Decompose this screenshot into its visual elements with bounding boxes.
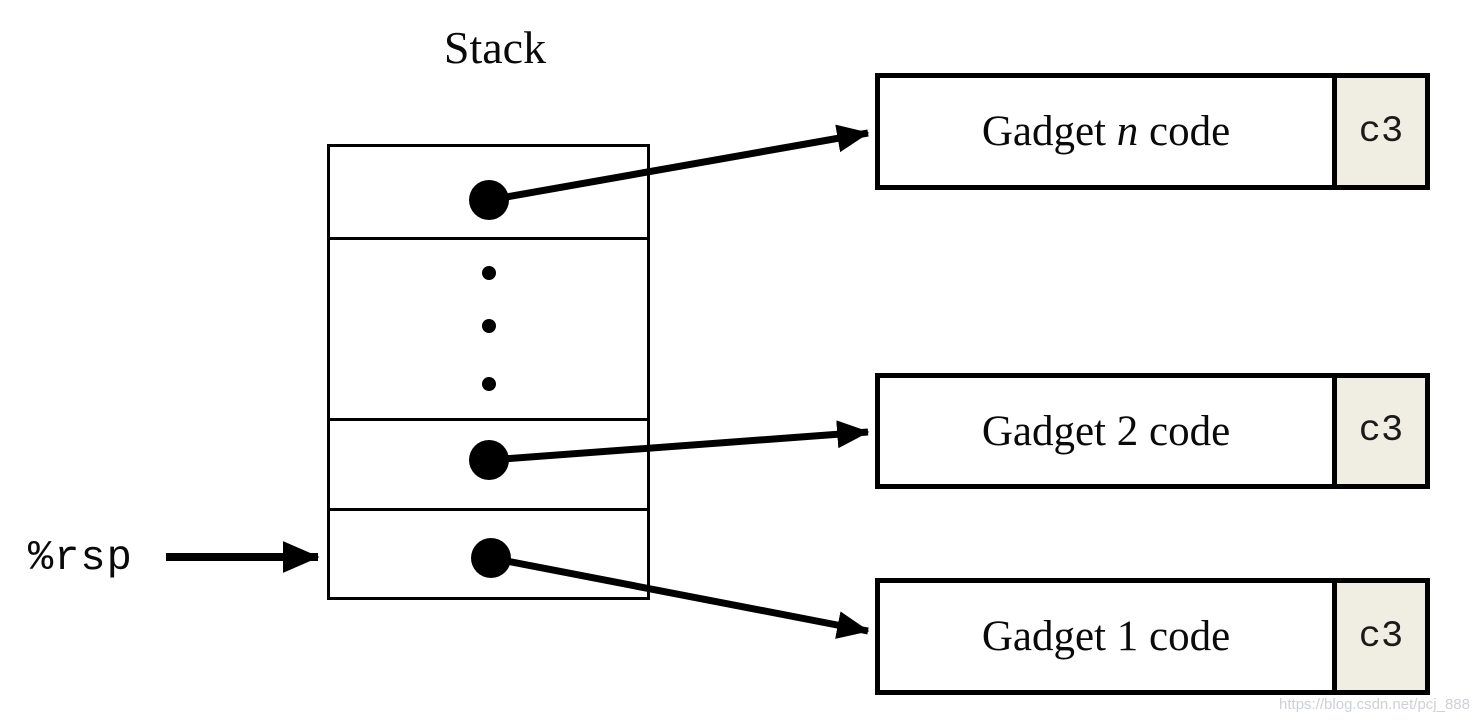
- stack-cell-gadget-2-address: [330, 421, 647, 511]
- gadget-2-label: Gadget 2 code: [880, 378, 1332, 484]
- gadget-2-box: Gadget 2 code c3: [875, 373, 1430, 489]
- gadget-1-box: Gadget 1 code c3: [875, 578, 1430, 695]
- watermark-url: https://blog.csdn.net/pcj_888: [1279, 696, 1470, 713]
- gadget-label-suffix: code: [1138, 613, 1231, 660]
- gadget-n-box: Gadget n code c3: [875, 73, 1430, 190]
- stack-title: Stack: [443, 22, 547, 73]
- stack-cell-ellipsis: [330, 240, 647, 421]
- gadget-1-ret-byte: c3: [1332, 583, 1425, 690]
- gadget-label-prefix: Gadget: [981, 613, 1117, 660]
- gadget-label-var: 1: [1116, 613, 1139, 660]
- gadget-label-suffix: code: [1138, 407, 1231, 455]
- gadget-2-ret-byte: c3: [1332, 378, 1425, 484]
- gadget-1-label: Gadget 1 code: [880, 583, 1332, 690]
- stack-cell-gadget-n-address: [330, 147, 647, 240]
- gadget-n-label-text: Gadget n code: [982, 107, 1230, 156]
- gadget-2-label-text: Gadget 2 code: [982, 407, 1230, 456]
- gadget-label-var: n: [1116, 108, 1139, 155]
- gadget-label-var: 2: [1116, 407, 1139, 455]
- stack-cell-gadget-1-address: [330, 511, 647, 597]
- gadget-label-prefix: Gadget: [981, 108, 1117, 155]
- gadget-label-prefix: Gadget: [981, 407, 1117, 455]
- gadget-n-label: Gadget n code: [880, 78, 1332, 185]
- gadget-label-suffix: code: [1138, 108, 1231, 155]
- stack-box: [327, 144, 650, 600]
- gadget-1-label-text: Gadget 1 code: [982, 612, 1230, 661]
- rsp-register-label: %rsp: [28, 534, 133, 582]
- gadget-n-ret-byte: c3: [1332, 78, 1425, 185]
